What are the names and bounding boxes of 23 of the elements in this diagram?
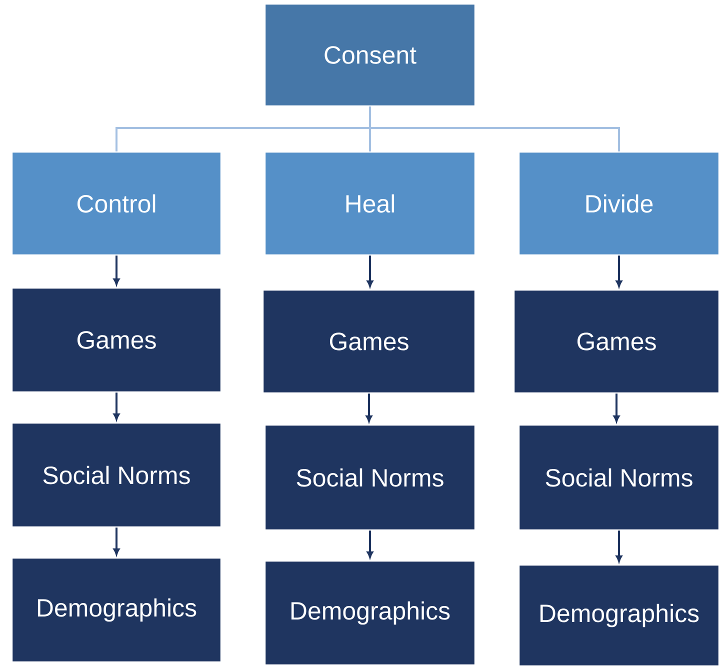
arrow [616, 530, 622, 562]
arrow [613, 394, 620, 422]
step-box: Demographics [11, 557, 222, 663]
arrow [616, 256, 622, 288]
category-box: Control [11, 151, 222, 256]
step-box: Games [262, 289, 476, 394]
arrow [113, 256, 120, 286]
arrow [366, 530, 374, 558]
step-box: Games [513, 289, 719, 394]
step-box: Social Norms [11, 422, 222, 528]
root-box: Consent [264, 3, 476, 107]
step-box: Social Norms [518, 424, 719, 531]
category-box: Divide [518, 151, 719, 256]
step-box: Games [11, 287, 222, 393]
step-box: Demographics [264, 560, 476, 666]
arrow [113, 392, 120, 420]
arrow [113, 528, 120, 556]
category-box: Heal [264, 151, 476, 256]
connector-line [369, 106, 620, 152]
step-box: Demographics [518, 564, 719, 666]
arrow [366, 256, 374, 288]
step-box: Social Norms [264, 424, 476, 531]
arrow [366, 394, 372, 422]
